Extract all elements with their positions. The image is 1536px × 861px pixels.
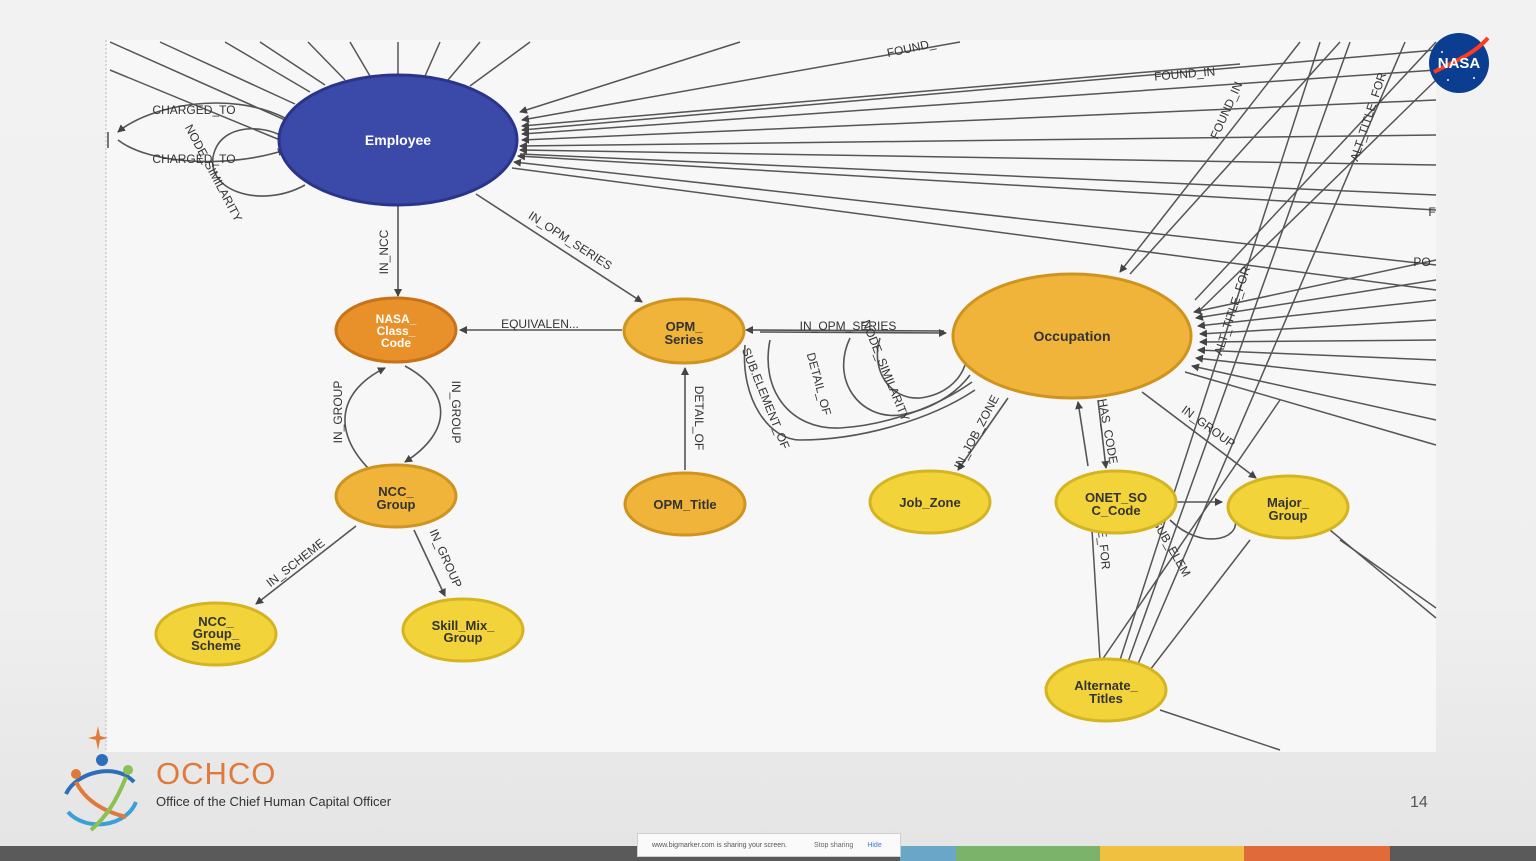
- major-group-line2: Group: [1269, 508, 1308, 523]
- ochco-acronym: OCHCO: [156, 756, 277, 791]
- loop-node-similarity-2: [876, 337, 966, 399]
- edge-in-job-zone: [957, 397, 1009, 471]
- edge-in-group-left: [344, 367, 386, 471]
- onet-line2: C_Code: [1091, 503, 1140, 518]
- edge-in-opm-series-2: [745, 326, 945, 335]
- label-charged-to-1: CHARGED_TO: [152, 103, 235, 117]
- slide-page-number: 14: [1410, 794, 1428, 811]
- edge-has-code-back: [1075, 401, 1089, 467]
- label-in-group-left: IN_GROUP: [331, 381, 345, 444]
- svg-text:Code: Code: [381, 336, 411, 350]
- ncc-scheme-line2: Group_: [193, 626, 240, 641]
- node-employee-label: Employee: [365, 132, 431, 148]
- label-found-in-1: FOUND_IN: [1153, 64, 1215, 83]
- node-occupation[interactable]: Occupation: [951, 272, 1193, 400]
- svg-text:NASA_: NASA_: [376, 312, 417, 326]
- ncc-scheme-line3: Scheme: [191, 638, 241, 653]
- node-opm-title[interactable]: OPM_Title: [623, 471, 747, 537]
- svg-text:Class_: Class_: [377, 324, 416, 338]
- label-in-ncc: IN_NCC: [377, 229, 391, 274]
- onet-line1: ONET_SO: [1085, 490, 1147, 505]
- label-po: PO: [1413, 255, 1430, 269]
- loop-sub-element-of: [743, 344, 976, 441]
- node-alternate-titles[interactable]: Alternate_ Titles: [1044, 657, 1168, 723]
- skill-mix-line1: Skill_Mix_: [432, 618, 496, 633]
- screen-share-bar: www.bigmarker.com is sharing your screen…: [637, 833, 901, 857]
- node-onet-soc-code[interactable]: ONET_SO C_Code: [1054, 469, 1178, 535]
- edge-in-group-right: [404, 365, 442, 463]
- label-e-for: E_FOR: [1095, 529, 1113, 571]
- employee-self-loop-2: [117, 139, 286, 163]
- node-employee[interactable]: Employee: [277, 73, 519, 207]
- loop-node-similarity: [842, 337, 971, 417]
- opm-series-line1: OPM_: [666, 319, 704, 334]
- alt-titles-line1: Alternate_: [1074, 678, 1138, 693]
- node-major-group[interactable]: Major_ Group: [1226, 474, 1350, 540]
- stop-sharing-button[interactable]: Stop sharing: [814, 841, 854, 849]
- share-message: www.bigmarker.com is sharing your screen…: [652, 841, 787, 849]
- label-in-opm-series-2: IN_OPM_SERIES: [800, 319, 897, 333]
- node-nasa-class-code[interactable]: NASA_ Class_ Code: [334, 296, 458, 364]
- label-charged-to-2: CHARGED_TO: [152, 152, 235, 166]
- node-job-zone[interactable]: Job_Zone: [868, 469, 992, 535]
- opm-series-line2: Series: [664, 332, 703, 347]
- nasa-class-code-line1: NASA_: [376, 312, 417, 326]
- edge-in-scheme: [255, 525, 357, 605]
- node-opm-series[interactable]: OPM_ Series: [622, 297, 746, 365]
- employee-self-loop-1: [117, 102, 286, 133]
- node-opm-title-label: OPM_Title: [653, 497, 716, 512]
- ncc-group-line1: NCC_: [378, 484, 414, 499]
- edge-has-code: [1097, 399, 1110, 469]
- node-ncc-group[interactable]: NCC_ Group: [334, 463, 458, 529]
- nasa-class-code-line3: Code: [381, 336, 411, 350]
- edge-onet-major-loop: [1169, 519, 1237, 540]
- node-job-zone-label: Job_Zone: [899, 495, 960, 510]
- node-occupation-label: Occupation: [1033, 328, 1110, 344]
- ochco-full-name: Office of the Chief Human Capital Office…: [156, 794, 392, 809]
- occupation-right-rays: [1119, 41, 1437, 446]
- employee-self-loop-3: [212, 127, 306, 197]
- edge-in-opm-series-2b: [759, 328, 947, 337]
- skill-mix-line2: Group: [444, 630, 483, 645]
- nasa-class-code-line2: Class_: [377, 324, 416, 338]
- edge-in-group-skill: [413, 529, 446, 597]
- ochco-logo-icon: [64, 726, 138, 832]
- alt-titles-line2: Titles: [1089, 691, 1123, 706]
- alternate-titles-lines: [1091, 41, 1437, 751]
- employee-right-rays: [511, 41, 1437, 291]
- edge-in-opm-series-1: [475, 193, 643, 303]
- edge-in-group-major: [1141, 391, 1257, 479]
- nasa-logo-text: NASA: [1438, 55, 1481, 72]
- ncc-scheme-line1: NCC_: [198, 614, 234, 629]
- hide-button[interactable]: Hide: [867, 841, 882, 849]
- label-in-group-right: IN_GROUP: [449, 381, 463, 444]
- ncc-group-line2: Group: [377, 497, 416, 512]
- nasa-logo: NASA: [1429, 33, 1490, 93]
- label-detail-of-title: DETAIL_OF: [692, 386, 706, 450]
- label-f: F: [1428, 205, 1435, 219]
- node-skill-mix-group[interactable]: Skill_Mix_ Group: [401, 597, 525, 663]
- label-equivalent: EQUIVALEN...: [501, 317, 579, 331]
- major-group-line1: Major_: [1267, 495, 1310, 510]
- node-ncc-group-scheme[interactable]: NCC_ Group_ Scheme: [154, 601, 278, 667]
